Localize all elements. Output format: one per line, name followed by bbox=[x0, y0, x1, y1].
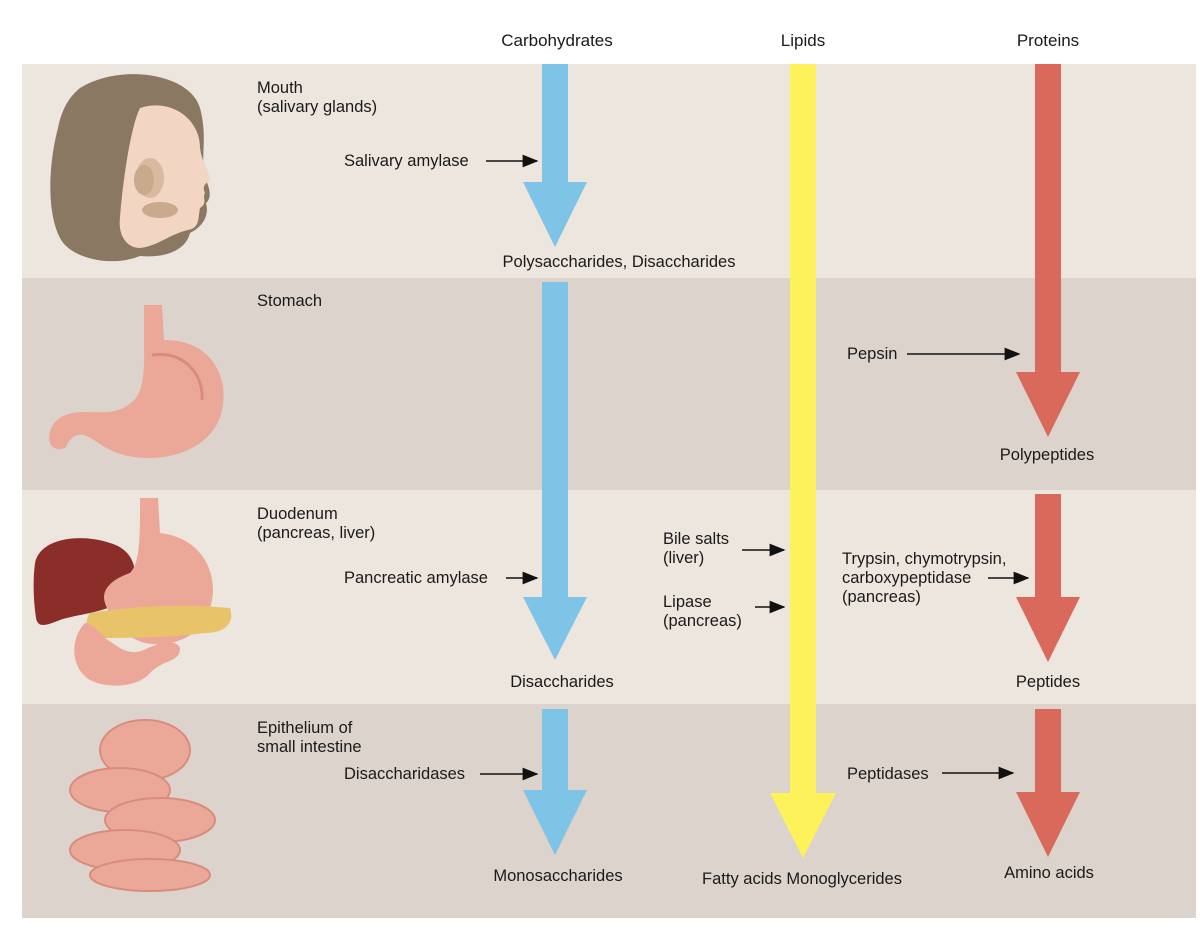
lipid-arrow bbox=[770, 64, 836, 858]
stomach-illustration bbox=[49, 305, 224, 458]
enzyme-salivary-amylase: Salivary amylase bbox=[344, 152, 469, 170]
enzyme-pepsin: Pepsin bbox=[847, 345, 898, 363]
protein-arrow-mouth-stomach bbox=[1016, 64, 1080, 437]
region-label-mouth: Mouth (salivary glands) bbox=[257, 79, 378, 116]
band-duodenum bbox=[22, 490, 1196, 704]
product-monosaccharides: Monosaccharides bbox=[493, 867, 623, 885]
protein-arrow-duodenum bbox=[1016, 494, 1080, 662]
carb-arrow-intestine bbox=[523, 709, 587, 855]
small-intestine-illustration bbox=[69, 719, 216, 892]
carb-arrow-mouth bbox=[523, 64, 587, 247]
product-disaccharides: Disaccharides bbox=[510, 673, 614, 691]
enzyme-peptidases: Peptidases bbox=[847, 765, 929, 783]
protein-arrow-intestine bbox=[1016, 709, 1080, 857]
product-polysaccharides-disaccharides: Polysaccharides, Disaccharides bbox=[502, 253, 736, 271]
carb-arrow-stomach-duodenum bbox=[523, 282, 587, 660]
product-polypeptides: Polypeptides bbox=[999, 446, 1095, 464]
product-fatty-acids-monoglycerides: Fatty acids Monoglycerides bbox=[702, 870, 902, 888]
column-header-carbohydrates: Carbohydrates bbox=[501, 31, 613, 50]
liver-stomach-pancreas-illustration bbox=[33, 498, 232, 686]
product-peptides: Peptides bbox=[1015, 673, 1081, 691]
region-label-intestine: Epithelium of small intestine bbox=[257, 719, 362, 756]
region-label-duodenum: Duodenum (pancreas, liver) bbox=[257, 505, 376, 542]
head-illustration bbox=[50, 74, 210, 262]
product-amino-acids: Amino acids bbox=[1004, 864, 1094, 882]
enzyme-trypsin-chymotrypsin-carboxypeptidase: Trypsin, chymotrypsin, carboxypeptidase … bbox=[842, 550, 1007, 606]
enzyme-lipase: Lipase (pancreas) bbox=[663, 593, 742, 630]
enzyme-disaccharidases: Disaccharidases bbox=[344, 765, 466, 783]
region-label-stomach: Stomach bbox=[257, 292, 323, 310]
band-mouth bbox=[22, 64, 1196, 278]
enzyme-bile-salts: Bile salts (liver) bbox=[663, 530, 730, 567]
enzyme-pancreatic-amylase: Pancreatic amylase bbox=[344, 569, 488, 587]
band-intestine bbox=[22, 704, 1196, 918]
column-header-lipids: Lipids bbox=[780, 31, 826, 50]
column-header-proteins: Proteins bbox=[1016, 31, 1080, 50]
